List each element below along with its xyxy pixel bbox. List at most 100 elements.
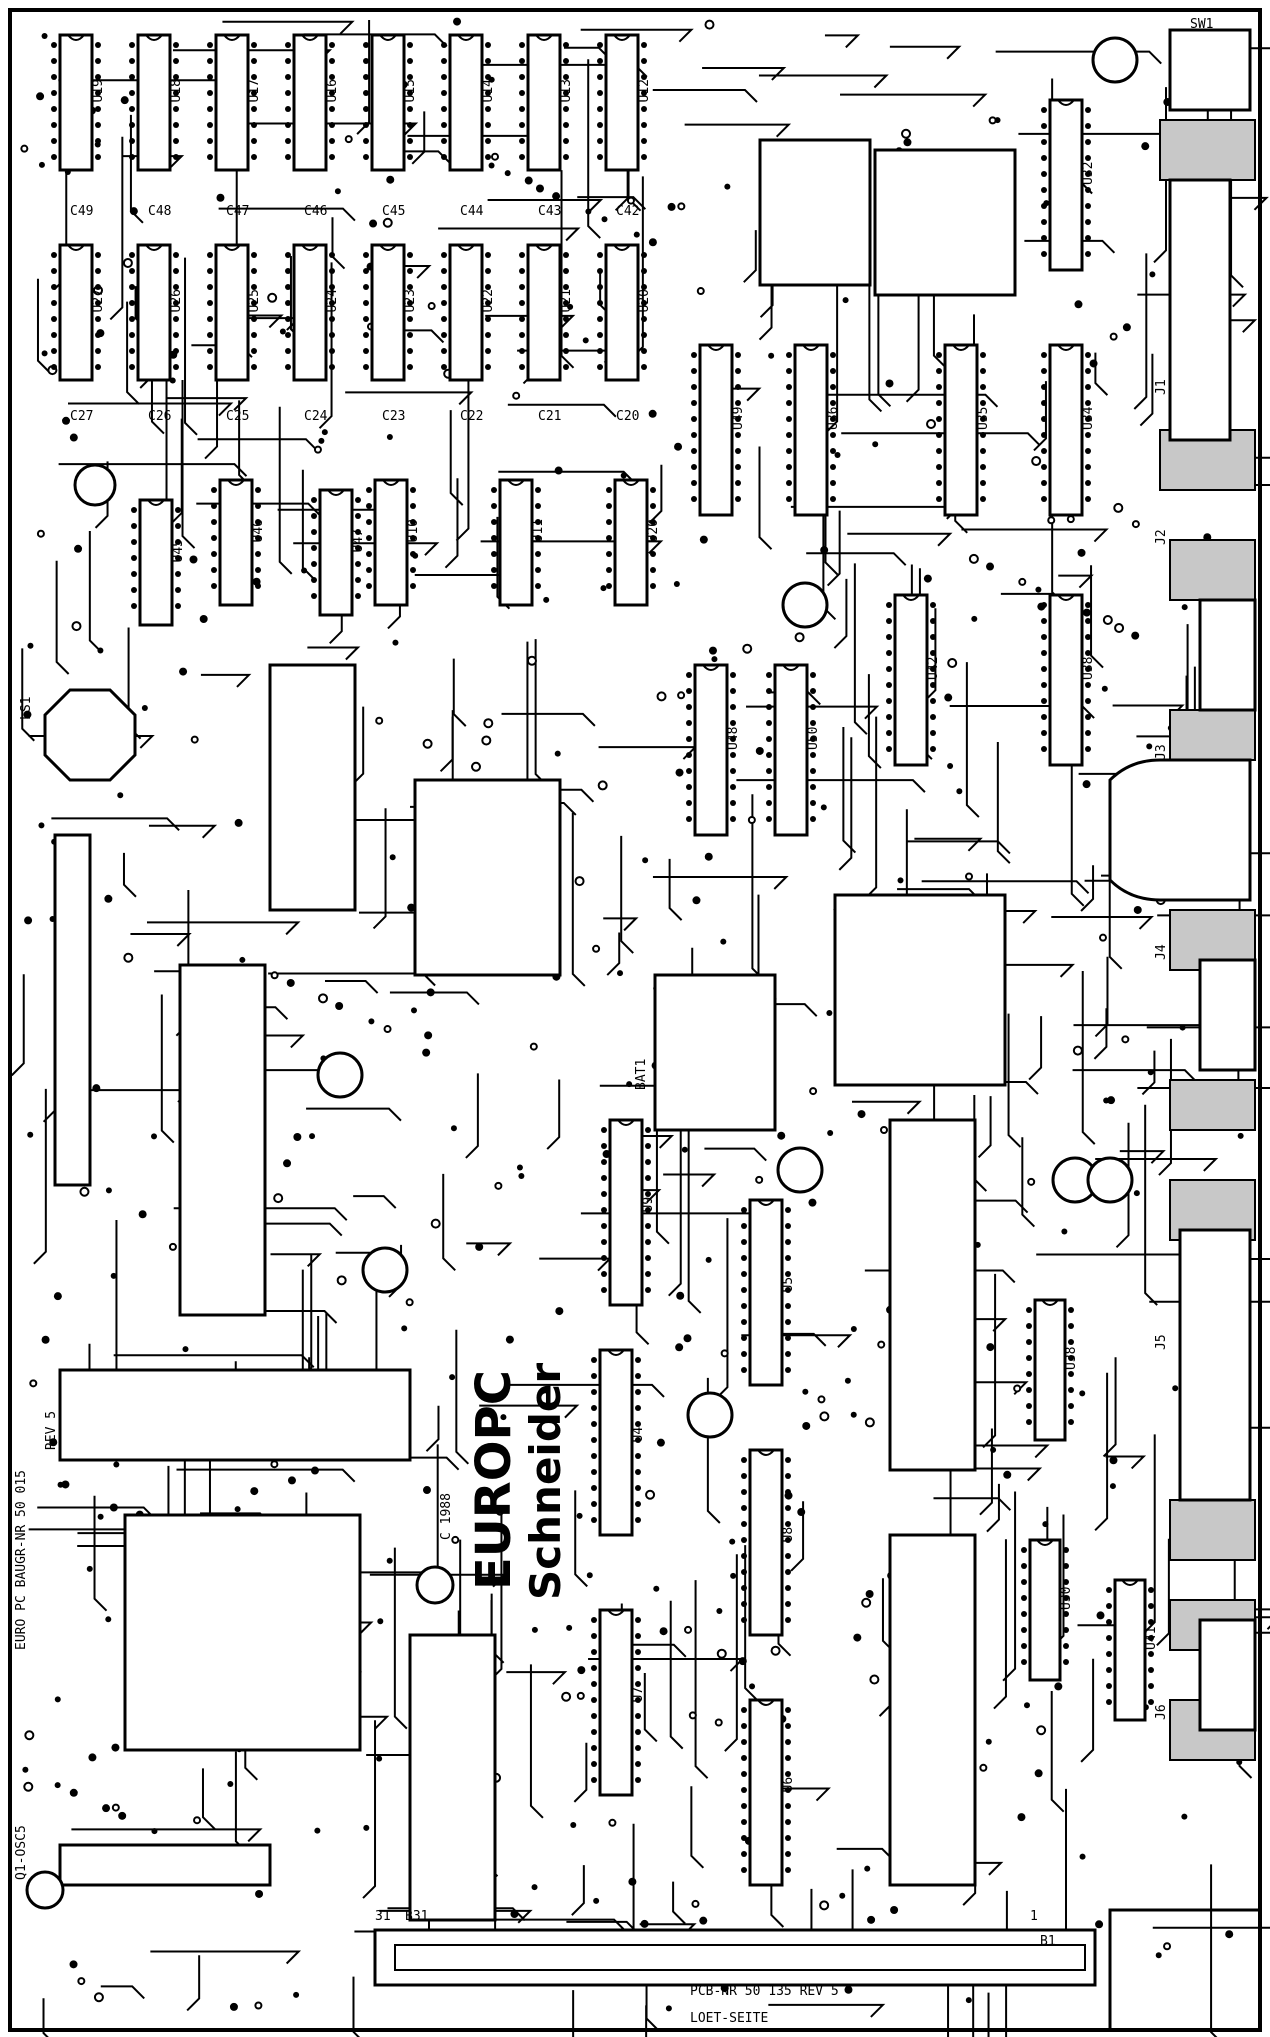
via-pad	[301, 567, 308, 574]
ic-pin	[886, 634, 892, 640]
ic-pin	[1021, 1611, 1027, 1617]
ic-pin	[407, 122, 413, 128]
via-pad	[994, 117, 1001, 124]
copper-trace	[1072, 1069, 1198, 1083]
ic-pin	[930, 746, 936, 752]
ic-pin	[597, 138, 603, 144]
ic-label: U19	[91, 79, 106, 102]
via-pad	[755, 746, 764, 755]
ic-u8	[748, 1448, 784, 1637]
ic-pin	[441, 90, 447, 96]
ic-pin	[1041, 682, 1047, 688]
ic-notch	[607, 1349, 625, 1356]
via-pad	[986, 562, 995, 571]
ic-pin	[830, 480, 836, 486]
ic-pin	[635, 1761, 641, 1767]
via-pad	[88, 1753, 97, 1762]
via-pad	[29, 1379, 38, 1388]
ic-u18	[136, 33, 172, 172]
ic-pin	[1041, 650, 1047, 656]
via-pad	[382, 217, 393, 228]
ic-pin	[355, 561, 361, 567]
via-pad	[872, 441, 879, 448]
ic-notch	[379, 244, 397, 251]
via-pad	[1054, 1682, 1063, 1691]
via-pad	[229, 2002, 238, 2011]
ic-pin	[1085, 432, 1091, 438]
ic-pin	[355, 513, 361, 519]
ic-pin	[936, 448, 942, 454]
copper-trace	[977, 1096, 992, 1158]
ic-pin	[601, 1191, 607, 1197]
copper-trace	[369, 1573, 508, 1588]
via-pad	[193, 1816, 202, 1825]
copper-trace	[455, 1329, 470, 1465]
via-pad	[990, 1446, 997, 1453]
ic-notch	[535, 34, 553, 41]
via-pad	[755, 1175, 764, 1184]
ic-u35	[943, 343, 979, 517]
ic-pin	[95, 316, 101, 322]
via-pad	[1027, 1177, 1036, 1186]
ic-pin	[1085, 464, 1091, 470]
via-pad	[505, 1335, 514, 1344]
ic-pin	[407, 74, 413, 80]
via-pad	[129, 207, 138, 216]
via-pad	[683, 1334, 692, 1343]
via-pad	[36, 529, 45, 538]
via-pad	[742, 643, 753, 654]
via-pad	[500, 1414, 507, 1421]
ic-pin	[1106, 1619, 1112, 1625]
ic-notch	[702, 664, 720, 671]
ic-pin	[741, 1457, 747, 1463]
ic-pin	[441, 252, 447, 258]
copper-trace	[165, 397, 249, 411]
via-pad	[720, 938, 727, 945]
ic-pin	[930, 682, 936, 688]
ic-pin	[173, 284, 179, 290]
via-pad	[714, 1718, 723, 1727]
via-pad	[335, 1002, 344, 1011]
via-pad	[1023, 1702, 1030, 1709]
ic-pin	[1041, 448, 1047, 454]
ic-pin	[635, 1681, 641, 1687]
ic-pin	[131, 571, 137, 577]
ic-pin	[173, 74, 179, 80]
copper-trace	[833, 578, 848, 649]
ic-pin	[51, 364, 57, 370]
via-pad	[199, 614, 208, 623]
ic-label: U42	[926, 657, 941, 680]
ic-notch	[457, 34, 475, 41]
ic-pin	[591, 1777, 597, 1783]
ic-pin	[785, 1239, 791, 1245]
ic-pin	[645, 1127, 651, 1133]
copper-trace	[1090, 565, 1104, 669]
via-pad	[1237, 1132, 1244, 1139]
ic-pin	[95, 90, 101, 96]
copper-trace	[306, 1107, 402, 1122]
ic-u20	[613, 478, 649, 607]
ic-pin	[597, 332, 603, 338]
ic-pin	[355, 529, 361, 535]
ic-pin	[641, 316, 647, 322]
ic-pin	[936, 416, 942, 422]
ic-pin	[691, 352, 697, 358]
ic-pin	[730, 784, 736, 790]
ic-pin	[255, 535, 261, 541]
speaker-label: LS1	[19, 697, 34, 720]
via-pad	[857, 1110, 866, 1119]
copper-trace	[452, 658, 467, 727]
ic-pin	[597, 154, 603, 160]
ic-pin	[635, 1729, 641, 1735]
ic-pin	[563, 58, 569, 64]
ic-pin	[251, 332, 257, 338]
ic-pin	[129, 268, 135, 274]
ic-pin	[285, 252, 291, 258]
ic-pin	[563, 284, 569, 290]
ic-pin	[535, 583, 541, 589]
copper-trace	[801, 393, 999, 408]
ic-pin	[591, 1389, 597, 1395]
copper-trace	[362, 1720, 377, 1899]
ic-pin	[741, 1585, 747, 1591]
ic-pin	[1063, 1579, 1069, 1585]
